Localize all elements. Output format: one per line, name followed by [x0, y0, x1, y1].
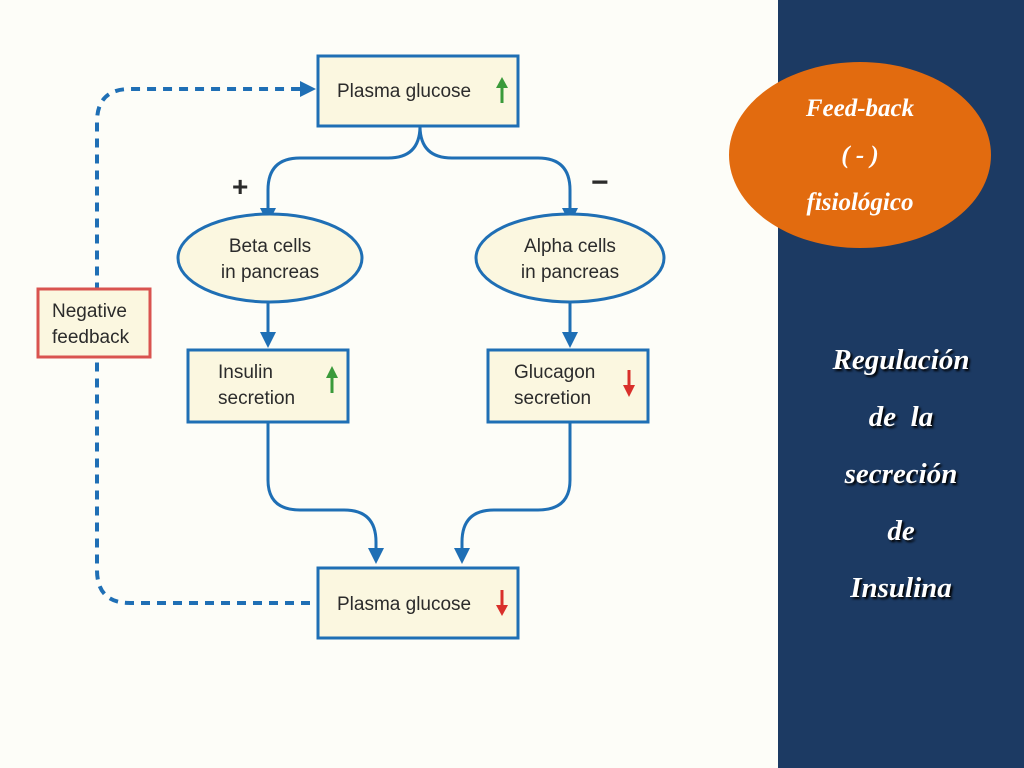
beta-cells-line1: Beta cells [229, 236, 311, 257]
negative-feedback-dashed-line [95, 87, 310, 605]
beta-cells-line2: in pancreas [221, 262, 319, 283]
negative-feedback-line2: feedback [52, 327, 130, 348]
negative-feedback-box: Negative feedback [36, 287, 152, 359]
negative-sign: − [591, 166, 609, 199]
arrowhead-glucagon [562, 332, 578, 348]
arrow-insulin-to-glucose [266, 422, 378, 550]
down-arrow-icon [623, 370, 635, 397]
arrow-to-alpha-cells [418, 125, 572, 210]
insulin-secretion-line2: secretion [218, 388, 295, 409]
up-arrow-icon [496, 77, 508, 103]
beta-cells-ellipse: Beta cells in pancreas [176, 212, 364, 304]
plasma-glucose-bottom-label: Plasma glucose [337, 594, 471, 615]
insulin-secretion-box: Insulin secretion [186, 348, 350, 424]
title-line3: secreción [844, 458, 958, 490]
oval-line2: ( - ) [841, 141, 879, 169]
glucagon-secretion-line1: Glucagon [514, 362, 595, 383]
title-line2: de la [868, 401, 934, 433]
arrowhead-insulin-glucose [368, 548, 384, 564]
arrowhead-glucagon-glucose [454, 548, 470, 564]
oval-line1: Feed-back [805, 94, 915, 122]
alpha-cells-line2: in pancreas [521, 262, 619, 283]
alpha-cells-ellipse: Alpha cells in pancreas [474, 212, 666, 304]
positive-sign: + [232, 171, 248, 202]
alpha-cells-line1: Alpha cells [524, 236, 616, 257]
plasma-glucose-top-label: Plasma glucose [337, 81, 471, 102]
plasma-glucose-top-box: Plasma glucose [316, 54, 520, 128]
plasma-glucose-bottom-box: Plasma glucose [316, 566, 520, 640]
down-arrow-icon [496, 590, 508, 616]
arrow-to-beta-cells [266, 125, 422, 210]
title-line5: Insulina [850, 572, 952, 604]
feedback-arrowhead [300, 81, 316, 97]
arrow-glucagon-to-glucose [460, 422, 572, 550]
diagram-area: Plasma glucose + − Beta cells in pancrea… [36, 54, 666, 640]
title-line4: de [887, 515, 915, 547]
oval-line3: fisiológico [806, 188, 914, 216]
insulin-secretion-line1: Insulin [218, 362, 273, 383]
title-line1: Regulación [832, 344, 970, 376]
feedback-oval: Feed-back ( - ) fisiológico [729, 62, 991, 248]
negative-feedback-line1: Negative [52, 301, 127, 322]
up-arrow-icon [326, 366, 338, 393]
panel-title: Regulación de la secreción de Insulina [778, 332, 1024, 617]
glucose-regulation-diagram: Plasma glucose + − Beta cells in pancrea… [36, 54, 666, 640]
glucagon-secretion-line2: secretion [514, 388, 591, 409]
arrowhead-insulin [260, 332, 276, 348]
glucagon-secretion-box: Glucagon secretion [486, 348, 650, 424]
